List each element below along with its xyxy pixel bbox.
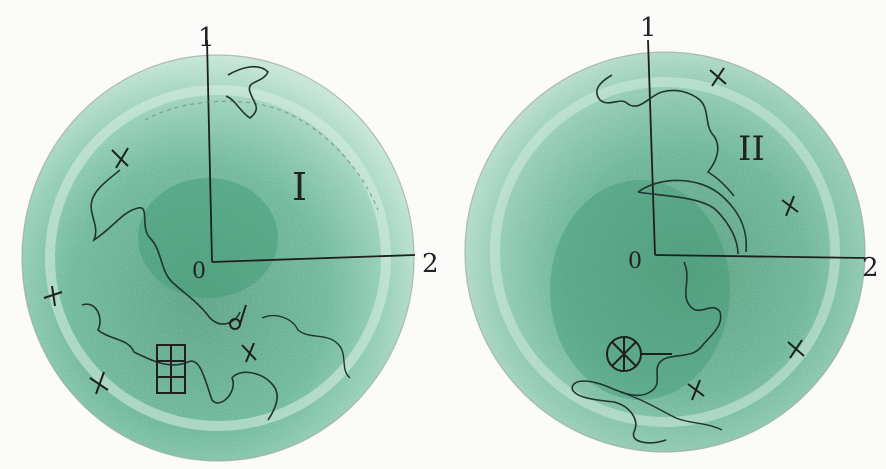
dish-2-roman-numeral: II	[738, 129, 765, 169]
petri-dish-2: 1 2 0 II	[465, 13, 879, 452]
dish-1-y-label: 1	[198, 23, 215, 53]
petri-dish-1: 1 2 0 I	[22, 23, 439, 461]
dish-2-origin-label: 0	[628, 249, 642, 274]
dish-2-dark-zone	[550, 180, 730, 400]
dish-1-roman-numeral: I	[292, 165, 307, 209]
dish-2-y-label: 1	[640, 13, 657, 43]
dish-1-origin-label: 0	[192, 259, 206, 284]
dish-1-x-label: 2	[422, 249, 439, 279]
dish-2-x-label: 2	[862, 253, 879, 283]
dish-1-dark-zone	[138, 178, 278, 298]
